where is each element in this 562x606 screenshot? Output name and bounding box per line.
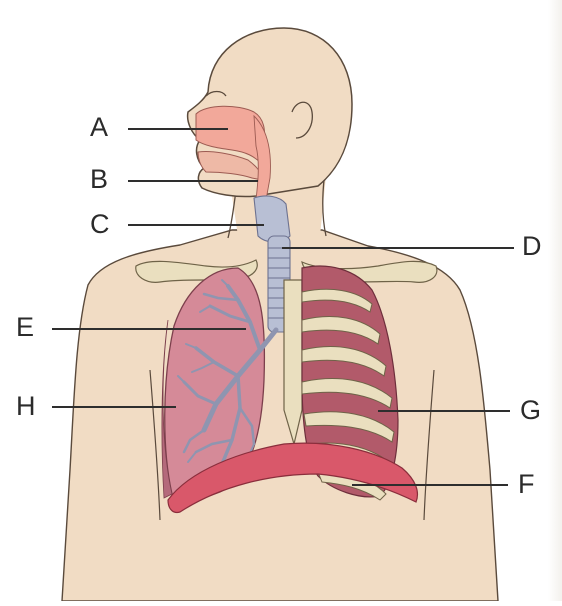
label-e: E <box>16 314 34 341</box>
leader-line-e <box>52 328 246 330</box>
leader-line-a <box>128 128 228 130</box>
leader-line-c <box>128 224 264 226</box>
larynx <box>254 196 290 242</box>
leader-line-h <box>52 406 176 408</box>
sternum <box>284 280 302 444</box>
label-a: A <box>90 114 108 141</box>
leader-line-f <box>352 484 508 486</box>
leader-line-b <box>128 180 258 182</box>
label-g: G <box>520 397 541 424</box>
label-h: H <box>16 393 36 420</box>
page-edge-shade <box>548 0 562 601</box>
leader-line-d <box>282 247 514 249</box>
label-c: C <box>90 211 110 238</box>
label-b: B <box>90 166 108 193</box>
leader-line-g <box>378 410 510 412</box>
label-f: F <box>518 471 535 498</box>
label-d: D <box>522 233 542 260</box>
